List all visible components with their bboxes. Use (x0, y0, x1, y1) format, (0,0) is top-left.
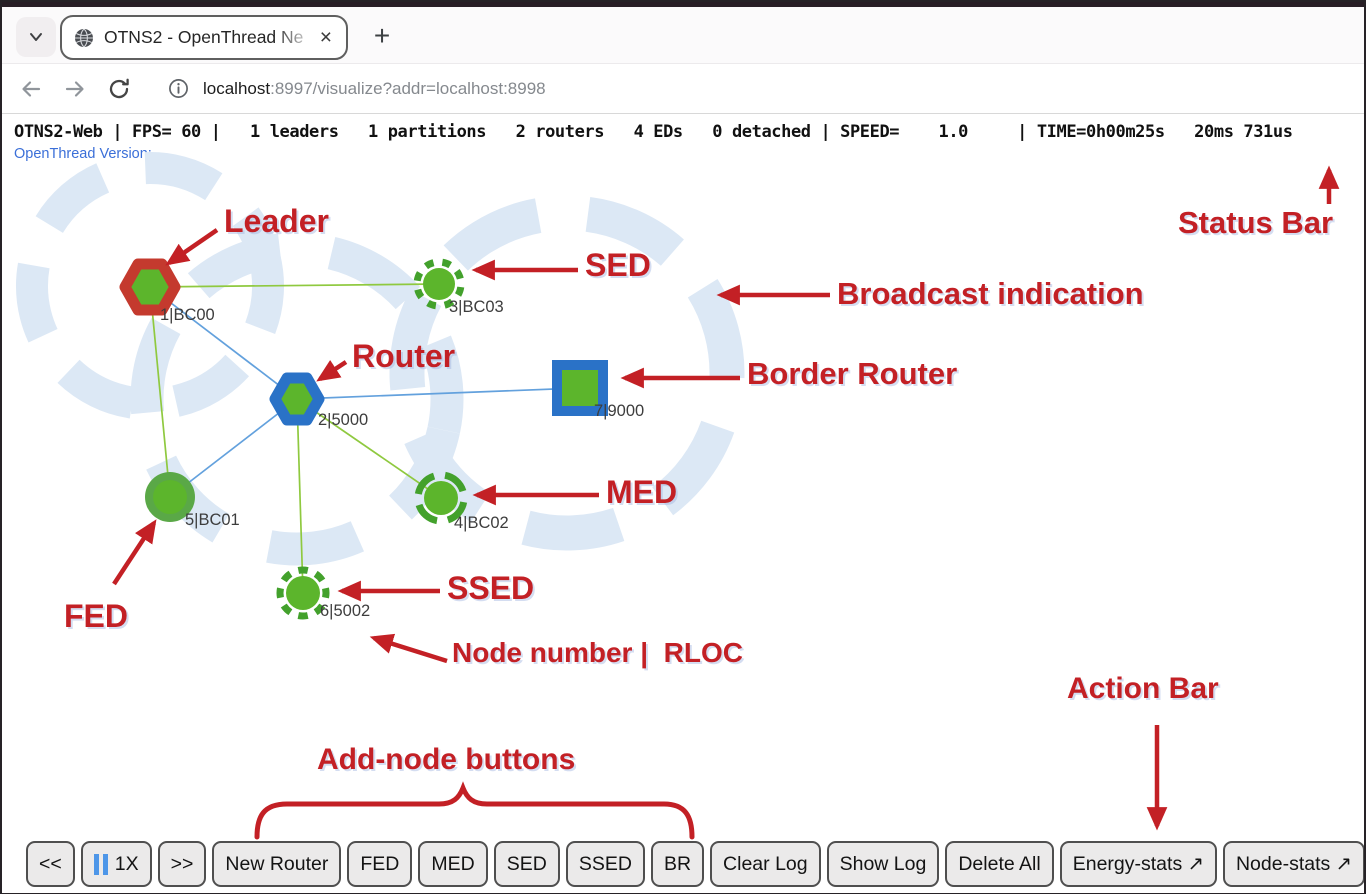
node-router[interactable] (269, 372, 325, 426)
tab-close-icon[interactable]: × (319, 26, 332, 49)
node-fed[interactable] (145, 472, 195, 522)
tab-otns2[interactable]: OTNS2 - OpenThread Ne × (60, 15, 348, 60)
link-router-fed (169, 398, 298, 498)
tab-search-button[interactable] (16, 17, 56, 57)
action-bar: << 1X >> New Router FED MED SED SSED BR … (26, 841, 1364, 887)
link-router-med (296, 398, 442, 499)
arrow-fed (112, 519, 157, 586)
annotation-border-router: Border Router (747, 356, 958, 391)
speed-label: 1X (114, 852, 139, 875)
openthread-version: OpenThread Version: - (14, 146, 161, 162)
arrow-node-number (369, 633, 448, 664)
annotation-leader: Leader (224, 203, 329, 239)
page-content: OTNS2-Web | FPS= 60 | 1 leaders 1 partit… (2, 114, 1364, 893)
arrow-leader (165, 228, 219, 266)
energy-stats-button[interactable]: Energy-stats ↗ (1059, 841, 1217, 887)
annotation-sed: SED (585, 247, 651, 283)
node-ssed[interactable] (276, 566, 331, 621)
add-br-button[interactable]: BR (650, 841, 705, 887)
chevron-down-icon (30, 33, 42, 41)
annotation-router: Router (352, 338, 456, 374)
node-labels: 1|BC00 2|5000 3|BC03 4|BC02 5|BC01 6|500… (160, 298, 644, 620)
show-log-button[interactable]: Show Log (826, 841, 940, 887)
back-button[interactable] (16, 74, 46, 104)
link-leader-sed (149, 283, 440, 288)
node-label: 2|5000 (318, 411, 368, 429)
speed-button[interactable]: 1X (80, 841, 152, 887)
node-label: 3|BC03 (449, 298, 504, 316)
globe-icon (75, 28, 93, 48)
link-router-border-router (296, 387, 581, 400)
new-router-button[interactable]: New Router (212, 841, 342, 887)
add-fed-button[interactable]: FED (347, 841, 413, 887)
reload-button[interactable] (104, 74, 134, 104)
clear-log-button[interactable]: Clear Log (710, 841, 821, 887)
annotation-fed: FED (64, 598, 128, 634)
reload-icon (109, 78, 129, 98)
network-canvas: 1|BC00 2|5000 3|BC03 4|BC02 5|BC01 6|500… (16, 152, 1340, 840)
simulation-status-bar: OTNS2-Web | FPS= 60 | 1 leaders 1 partit… (14, 122, 1293, 142)
url-host: localhost (203, 78, 271, 98)
arrow-router (316, 359, 348, 382)
node-med[interactable] (414, 471, 468, 525)
annotation-ssed: SSED (447, 570, 535, 606)
delete-all-button[interactable]: Delete All (945, 841, 1054, 887)
add-ssed-button[interactable]: SSED (565, 841, 645, 887)
forward-button[interactable] (60, 74, 90, 104)
speed-down-button[interactable]: << (26, 841, 75, 887)
address-bar[interactable]: localhost:8997/visualize?addr=localhost:… (168, 78, 546, 99)
browser-toolbar: localhost:8997/visualize?addr=localhost:… (2, 64, 1364, 114)
annotation-add-node: Add-node buttons (317, 743, 576, 776)
tab-bar: OTNS2 - OpenThread Ne × + (2, 7, 1364, 64)
annotation-action-bar: Action Bar (1067, 672, 1219, 705)
node-label: 4|BC02 (454, 514, 509, 532)
add-node-brace (254, 781, 695, 840)
new-tab-button[interactable]: + (373, 20, 391, 51)
speed-up-button[interactable]: >> (157, 841, 207, 887)
network-links (149, 283, 581, 594)
pause-icon (93, 853, 108, 875)
node-label: 1|BC00 (160, 306, 215, 324)
node-stats-button[interactable]: Node-stats ↗ (1222, 841, 1364, 887)
link-leader-router (149, 286, 298, 400)
annotation-broadcast: Broadcast indication (837, 276, 1144, 311)
broadcast-rings (16, 152, 745, 566)
broadcast-ring-router (130, 232, 464, 566)
window-frame-top (2, 2, 1364, 7)
node-leader[interactable] (119, 258, 181, 316)
annotation-arrows (112, 165, 1340, 840)
url-path: :8997/visualize?addr=localhost:8998 (270, 78, 546, 98)
back-arrow-icon (22, 80, 41, 97)
node-label: 5|BC01 (185, 511, 240, 529)
annotation-node-number: Node number | RLOC (452, 637, 743, 668)
add-med-button[interactable]: MED (418, 841, 488, 887)
add-sed-button[interactable]: SED (493, 841, 560, 887)
broadcast-ring-border-router (389, 195, 745, 551)
annotation-status-bar: Status Bar (1178, 205, 1334, 240)
annotation-med: MED (606, 474, 678, 510)
url-text: localhost:8997/visualize?addr=localhost:… (203, 79, 546, 99)
node-border-router[interactable] (552, 360, 608, 416)
info-icon (169, 79, 188, 98)
node-label: 6|5002 (320, 602, 370, 620)
forward-arrow-icon (65, 80, 84, 97)
link-leader-fed (149, 286, 171, 498)
tab-title: OTNS2 - OpenThread Ne (104, 27, 316, 48)
link-router-ssed (296, 398, 304, 594)
node-label: 7|9000 (594, 402, 644, 420)
